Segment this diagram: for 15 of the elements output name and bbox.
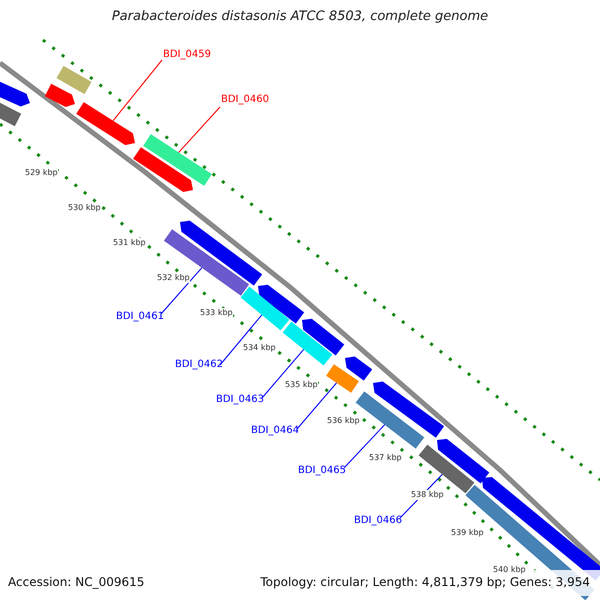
scale-label: 529 kbp bbox=[25, 168, 58, 178]
scale-label: 536 kbp bbox=[327, 416, 360, 426]
scale-label: 537 kbp bbox=[369, 453, 402, 463]
scale-label: 533 kbp bbox=[200, 308, 233, 318]
genome-stats-text: Topology: circular; Length: 4,811,379 bp; Genes: 3,954 bbox=[260, 575, 590, 589]
scale-label: 531 kbp bbox=[113, 238, 146, 248]
scale-label: 530 kbp bbox=[68, 203, 101, 213]
scale-label: 534 kbp bbox=[243, 343, 276, 353]
scale-label: 535 kbp bbox=[285, 380, 318, 390]
scale-label: 540 kbp bbox=[493, 565, 526, 575]
scale-label: 539 kbp bbox=[451, 528, 484, 538]
title: Parabacteroides distasonis ATCC 8503, complete genome bbox=[110, 9, 490, 24]
accession-text: Accession: NC_009615 bbox=[8, 575, 144, 589]
scale-label: 532 kbp bbox=[157, 273, 190, 283]
scale-label: 538 kbp bbox=[411, 490, 444, 500]
